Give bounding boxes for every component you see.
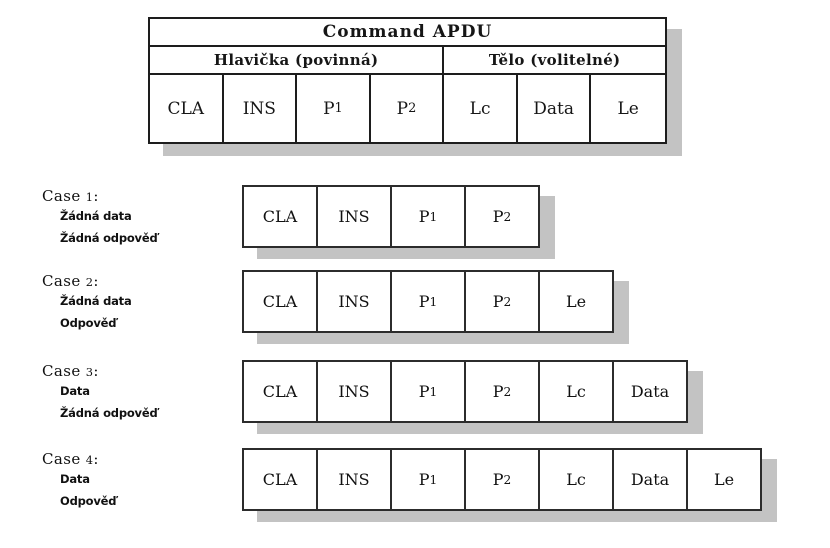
apdu-header-group-label: Hlavička (povinná): [150, 47, 445, 75]
case-4-title: Case 4:: [42, 450, 99, 468]
case-1-line-data: Žádná data: [60, 209, 132, 223]
case-3-box-ins: INS: [316, 360, 392, 423]
case-4-line-response: Odpověď: [60, 494, 117, 508]
case-1-line-response: Žádná odpověď: [60, 231, 158, 245]
case-1-row: Case 1: Žádná data Žádná odpověď CLA INS…: [0, 185, 830, 265]
apdu-field-data: Data: [518, 75, 592, 142]
apdu-field-ins: INS: [224, 75, 298, 142]
case-3-box-cla: CLA: [242, 360, 318, 423]
case-3-line-response: Žádná odpověď: [60, 406, 158, 420]
case-2-line-response: Odpověď: [60, 316, 117, 330]
case-4-box-cla: CLA: [242, 448, 318, 511]
apdu-field-cla: CLA: [150, 75, 224, 142]
case-2-box-ins: INS: [316, 270, 392, 333]
command-apdu-table: Command APDU Hlavička (povinná) Tělo (vo…: [148, 17, 667, 144]
apdu-body-group-label: Tělo (volitelné): [444, 47, 665, 75]
apdu-field-lc: Lc: [444, 75, 518, 142]
case-2-title: Case 2:: [42, 272, 99, 290]
case-2-line-data: Žádná data: [60, 294, 132, 308]
case-3-box-data: Data: [612, 360, 688, 423]
case-4-box-le: Le: [686, 448, 762, 511]
case-1-box-cla: CLA: [242, 185, 318, 248]
case-4-box-lc: Lc: [538, 448, 614, 511]
case-2-box-le: Le: [538, 270, 614, 333]
case-1-box-ins: INS: [316, 185, 392, 248]
case-4-line-data: Data: [60, 472, 90, 486]
case-4-box-data: Data: [612, 448, 688, 511]
case-3-line-data: Data: [60, 384, 90, 398]
case-3-box-lc: Lc: [538, 360, 614, 423]
case-4-box-ins: INS: [316, 448, 392, 511]
apdu-table-title: Command APDU: [150, 19, 665, 47]
case-1-title: Case 1:: [42, 187, 99, 205]
case-3-title: Case 3:: [42, 362, 99, 380]
apdu-field-le: Le: [617, 98, 639, 119]
case-2-box-cla: CLA: [242, 270, 318, 333]
